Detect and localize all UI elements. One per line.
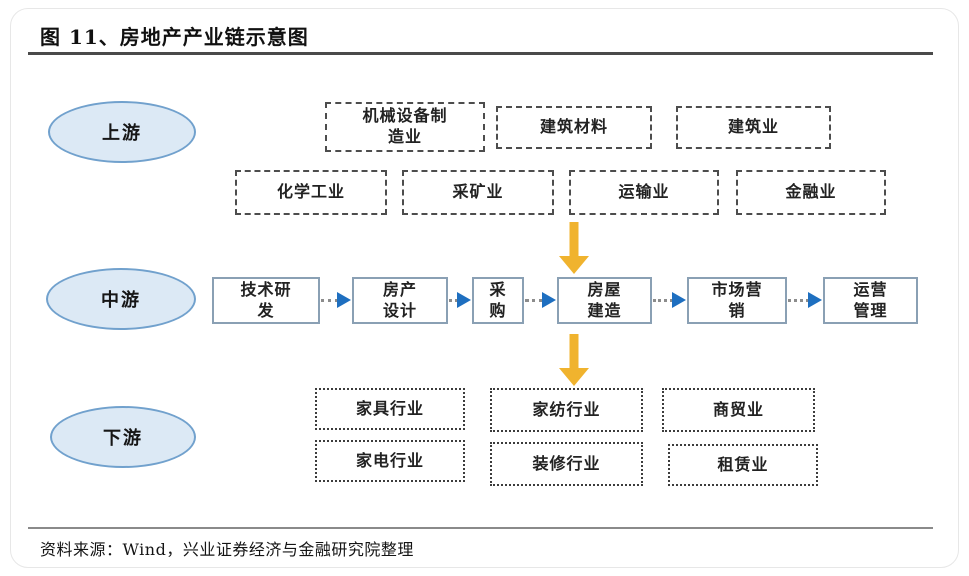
dotted-right-arrow-icon [788,292,822,308]
midstream-box-property-design: 房产设计 [352,277,448,324]
upstream-box-mining: 采矿业 [402,170,554,215]
downstream-box-label: 装修行业 [532,453,601,473]
downstream-box-furniture: 家具行业 [315,388,465,430]
upstream-box-label: 采矿业 [452,182,504,202]
downstream-box-leasing: 租赁业 [668,444,818,486]
upstream-box-construction-industry: 建筑业 [676,106,831,149]
midstream-box-operations: 运营管理 [823,277,918,324]
upstream-box-label: 化学工业 [276,182,345,202]
downstream-box-label: 家纺行业 [532,399,601,419]
dotted-right-arrow-icon [525,292,556,308]
stage-ellipse-upstream: 上游 [48,101,196,163]
upstream-box-transport: 运输业 [569,170,719,215]
midstream-box-label: 市场营销 [711,279,763,320]
downstream-box-label: 家电行业 [355,450,424,470]
stage-label-midstream: 中游 [101,290,141,311]
midstream-box-tech-rd: 技术研发 [212,277,320,324]
footer-divider [28,527,933,529]
stage-ellipse-midstream: 中游 [46,268,196,330]
upstream-box-chemical: 化学工业 [235,170,387,215]
downstream-box-decoration: 装修行业 [490,442,643,486]
upstream-box-building-materials: 建筑材料 [496,106,652,149]
upstream-box-label: 建筑材料 [539,117,608,137]
title-divider [28,52,933,55]
downstream-box-home-textile: 家纺行业 [490,388,643,432]
midstream-box-marketing: 市场营销 [687,277,787,324]
midstream-box-house-construction: 房屋建造 [557,277,652,324]
upstream-box-label: 机械设备制造业 [362,106,448,146]
dotted-right-arrow-icon [321,292,351,308]
dotted-right-arrow-icon [449,292,471,308]
midstream-box-label: 运营管理 [853,279,888,320]
downstream-box-label: 租赁业 [717,454,769,474]
stage-label-downstream: 下游 [103,428,143,449]
midstream-box-label: 房产设计 [382,279,417,320]
down-arrow-icon [559,222,589,274]
midstream-box-procurement: 采购 [472,277,524,324]
midstream-box-label: 房屋建造 [587,279,622,320]
midstream-box-label: 技术研发 [240,279,292,320]
figure-title: 图 11、房地产产业链示意图 [40,25,309,49]
upstream-box-label: 建筑业 [727,117,779,137]
stage-ellipse-downstream: 下游 [50,406,196,468]
source-note: 资料来源：Wind，兴业证券经济与金融研究院整理 [40,540,414,559]
down-arrow-icon [559,334,589,386]
upstream-box-label: 金融业 [785,182,837,202]
downstream-box-label: 商贸业 [712,399,764,419]
downstream-box-label: 家具行业 [355,398,424,418]
dotted-right-arrow-icon [653,292,686,308]
stage-label-upstream: 上游 [102,123,142,144]
upstream-box-label: 运输业 [618,182,670,202]
upstream-box-finance: 金融业 [736,170,886,215]
upstream-box-machinery-equipment: 机械设备制造业 [325,102,485,152]
downstream-box-trade: 商贸业 [662,388,815,432]
downstream-box-appliance: 家电行业 [315,440,465,482]
midstream-box-label: 采购 [489,279,507,320]
